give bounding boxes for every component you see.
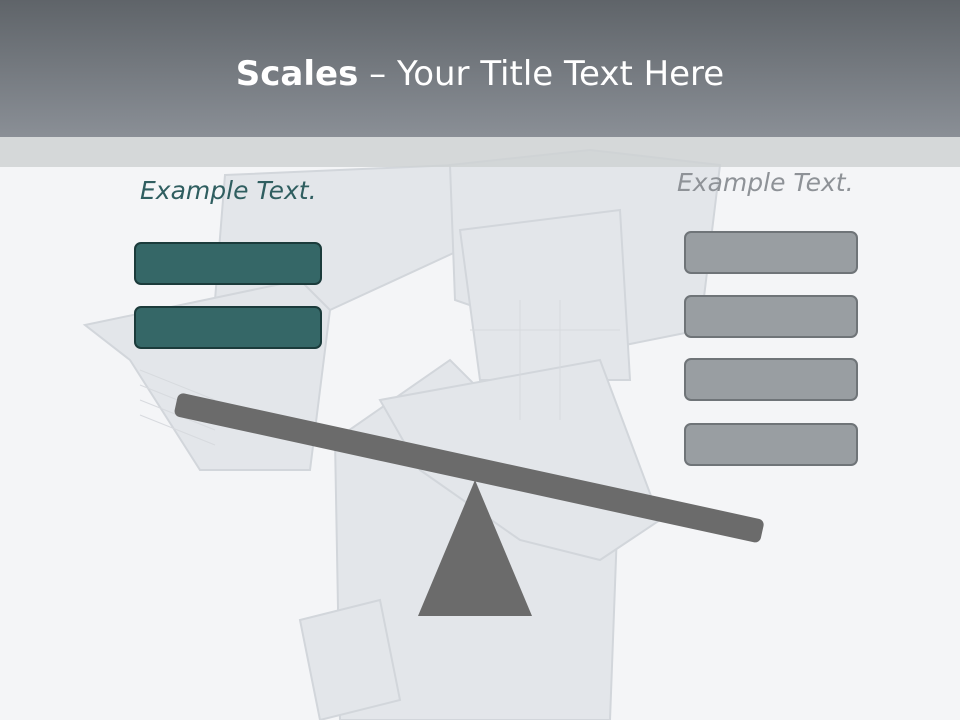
- right-text-box-3: [684, 358, 858, 401]
- right-text-box-4: [684, 423, 858, 466]
- title-bar: [0, 0, 960, 137]
- header-divider-strip: [0, 137, 960, 167]
- left-text-box-1: [134, 242, 322, 285]
- left-text-box-2: [134, 306, 322, 349]
- right-text-box-1: [684, 231, 858, 274]
- left-example-text: Example Text.: [140, 176, 317, 205]
- right-text-box-2: [684, 295, 858, 338]
- title-bold-part: Scales: [235, 54, 359, 94]
- right-example-text: Example Text.: [677, 168, 854, 197]
- slide-title: Scales – Your Title Text Here: [0, 52, 960, 96]
- title-rest-part: – Your Title Text Here: [358, 54, 725, 94]
